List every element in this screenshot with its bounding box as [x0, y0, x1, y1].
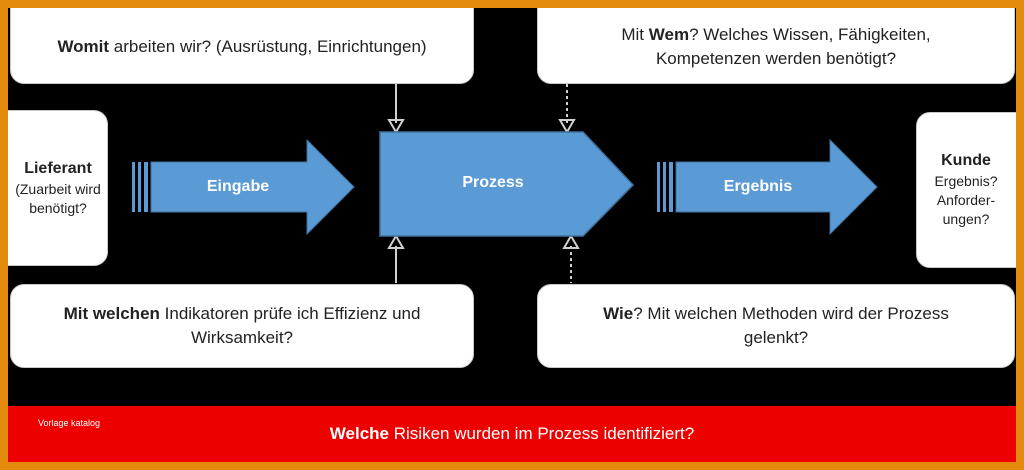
- connector-womit: [387, 84, 405, 134]
- supplier-title: Lieferant: [24, 159, 92, 177]
- methods-box: Wie? Mit welchen Methoden wird der Proze…: [537, 284, 1015, 368]
- output-arrow: [657, 138, 878, 236]
- customer-detail: Ergebnis? Anforder-ungen?: [934, 173, 998, 227]
- connector-wem: [558, 84, 576, 134]
- resources-text: Womit arbeiten wir? (Ausrüstung, Einrich…: [57, 37, 427, 56]
- risk-bar: Vorlage katalog Welche Risiken wurden im…: [8, 406, 1016, 462]
- input-arrow: [132, 138, 355, 236]
- input-label: Eingabe: [206, 178, 270, 195]
- output-label: Ergebnis: [723, 178, 793, 195]
- methods-text: Wie? Mit welchen Methoden wird der Proze…: [603, 304, 949, 347]
- indicators-text: Mit welchen Indikatoren prüfe ich Effizi…: [63, 304, 421, 347]
- connector-indikatoren: [387, 234, 405, 283]
- supplier-detail: (Zuarbeit wird benötigt?: [15, 180, 101, 216]
- customer-box: Kunde Ergebnis? Anforder-ungen?: [916, 112, 1016, 268]
- resources-box: Womit arbeiten wir? (Ausrüstung, Einrich…: [10, 8, 474, 84]
- competence-box: Mit Wem? Welches Wissen, Fähigkeiten, Ko…: [537, 8, 1015, 84]
- process-shape: [379, 131, 635, 237]
- watermark-text: Vorlage katalog: [38, 418, 101, 428]
- competence-text: Mit Wem? Welches Wissen, Fähigkeiten, Ko…: [621, 25, 931, 68]
- process-label: Prozess: [462, 174, 524, 191]
- flow-graphics: [132, 84, 878, 283]
- customer-title: Kunde: [941, 152, 991, 169]
- indicators-box: Mit welchen Indikatoren prüfe ich Effizi…: [10, 284, 474, 368]
- risk-question: Welche Risiken wurden im Prozess identif…: [329, 424, 695, 443]
- supplier-box: Lieferant (Zuarbeit wird benötigt?: [8, 110, 108, 266]
- diagram-canvas: Eingabe Prozess Ergebnis Womit arbeiten …: [8, 8, 1016, 462]
- connector-methoden: [562, 234, 580, 283]
